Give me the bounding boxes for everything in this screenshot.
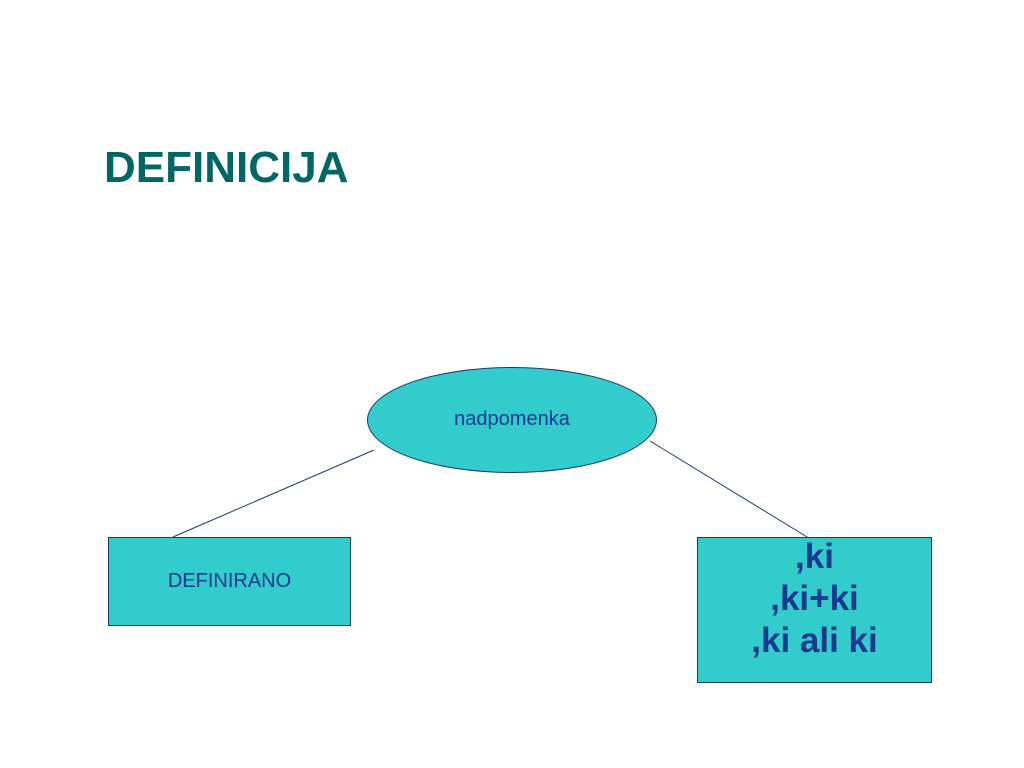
connector-right [649, 440, 813, 541]
connector-left [172, 449, 375, 538]
slide-title: DEFINICIJA [104, 143, 349, 192]
node-ki-variants: ,ki ,ki+ki ,ki ali ki [697, 537, 932, 683]
node-nadpomenka: nadpomenka [367, 367, 657, 473]
node-nadpomenka-label: nadpomenka [454, 407, 570, 430]
node-definirano-label: DEFINIRANO [167, 570, 292, 592]
node-ki-line-2: ,ki+ki [770, 579, 859, 618]
node-ki-line-3: ,ki ali ki [751, 621, 878, 660]
node-ki-line-1: ,ki [795, 537, 834, 576]
node-definirano: DEFINIRANO [108, 537, 351, 626]
